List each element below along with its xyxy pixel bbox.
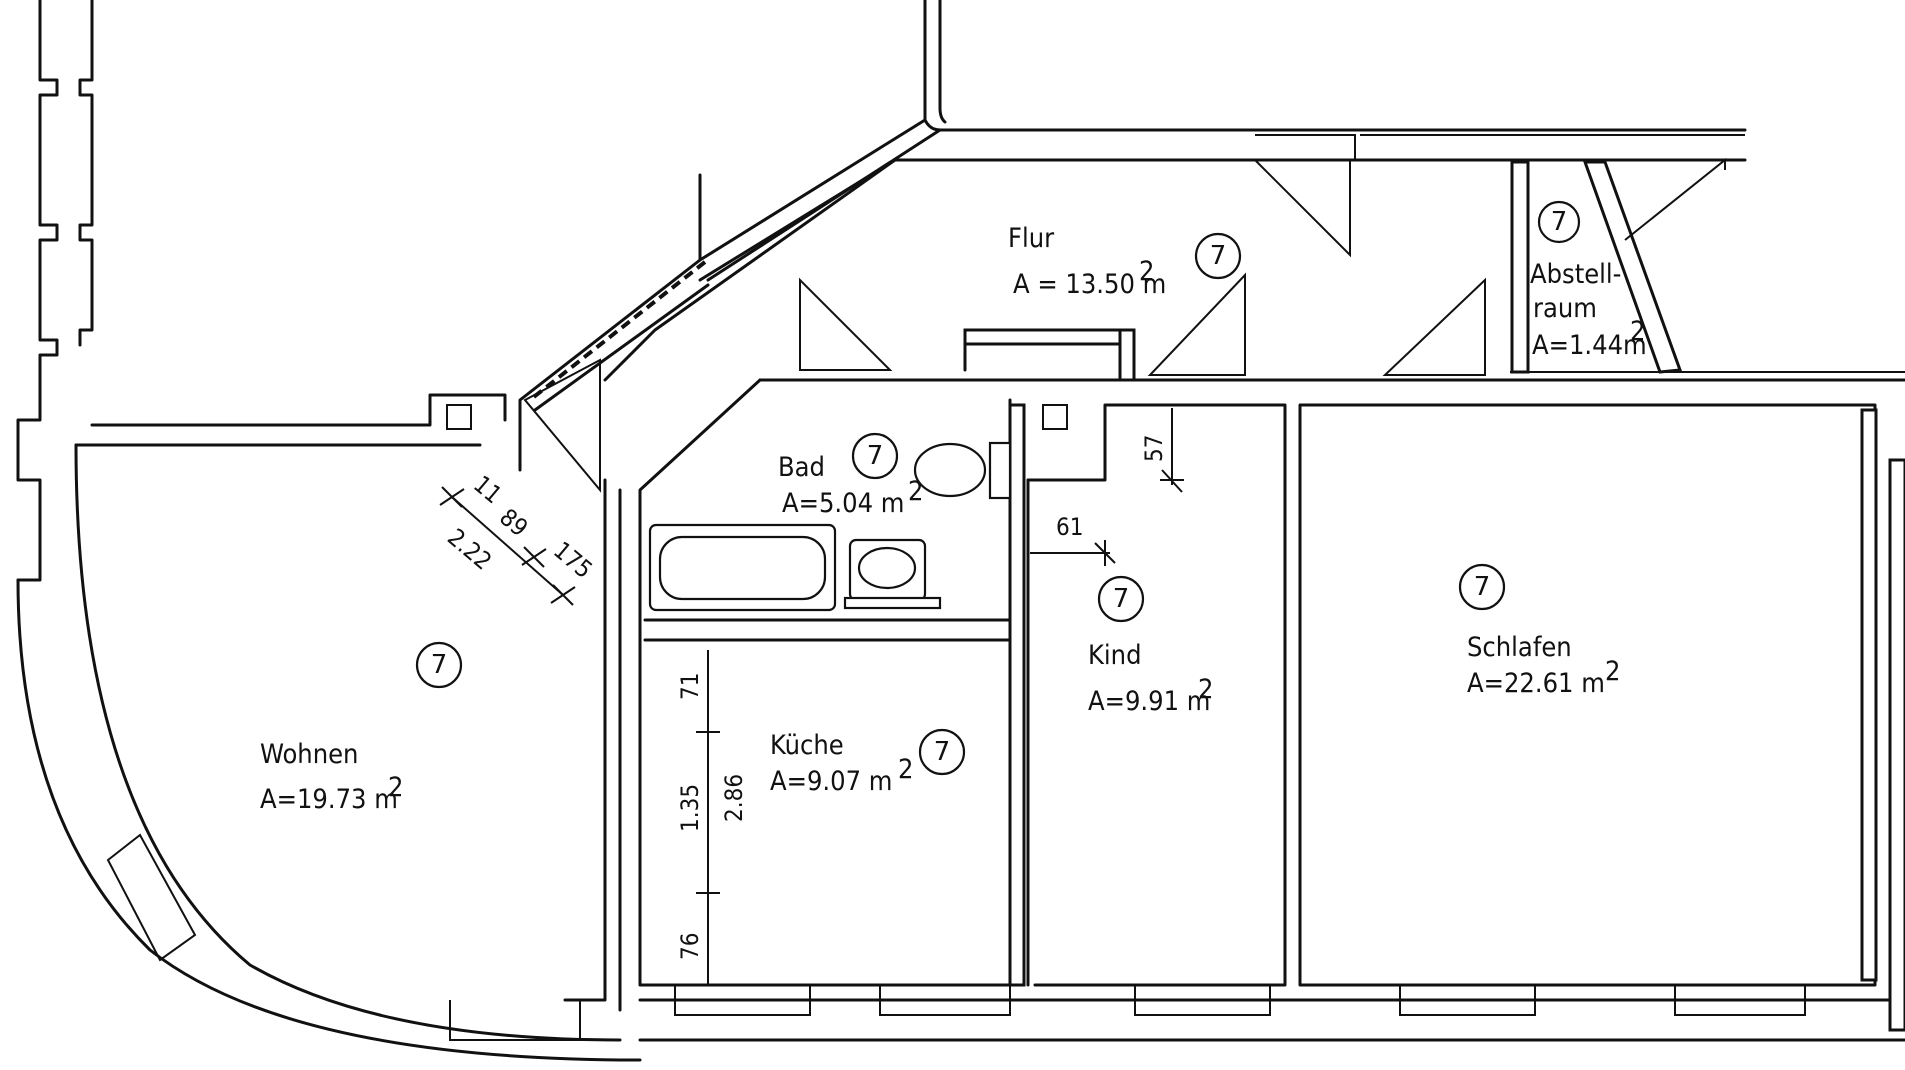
room-marker-kueche: 7 [918, 728, 966, 776]
dim-kueche-286: 2.86 [720, 774, 748, 822]
svg-text:7: 7 [1113, 584, 1130, 614]
room-markers: 7 7 7 7 7 7 7 [415, 200, 1581, 776]
svg-text:7: 7 [431, 650, 448, 680]
room-marker-bad: 7 [851, 432, 899, 480]
room-marker-kind: 7 [1097, 575, 1145, 623]
room-name-kueche: Küche [770, 730, 844, 761]
svg-text:2: 2 [1139, 256, 1154, 287]
room-area-schlafen: A=22.61 m [1467, 668, 1605, 699]
dimensions: 11 89 175 2.22 71 1.35 2.86 76 57 61 [439, 408, 1184, 986]
room-name-abstell: Abstell- [1530, 259, 1621, 290]
dim-kind-61: 61 [1056, 513, 1083, 541]
svg-text:2: 2 [1605, 656, 1620, 687]
dim-wohnen-11: 11 [468, 470, 507, 509]
svg-text:2: 2 [388, 772, 403, 803]
room-area-wohnen: A=19.73 m [260, 784, 398, 815]
dim-wohnen-175: 175 [548, 536, 598, 584]
room-area-flur: A = 13.50 m [1013, 269, 1166, 300]
svg-text:2: 2 [1630, 316, 1645, 347]
svg-text:7: 7 [867, 441, 884, 471]
room-area-abstell: A=1.44m [1532, 330, 1647, 361]
doors [523, 157, 1726, 493]
walls [16, 0, 1905, 1062]
room-name-schlafen: Schlafen [1467, 632, 1572, 663]
dim-kind-57: 57 [1140, 435, 1168, 462]
room-marker-abstell: 7 [1537, 200, 1581, 244]
room-name-flur: Flur [1008, 223, 1054, 254]
dim-wohnen-89: 89 [494, 503, 533, 542]
svg-text:2: 2 [908, 476, 923, 507]
svg-text:7: 7 [1210, 241, 1227, 271]
room-name-wohnen: Wohnen [260, 739, 358, 770]
svg-text:2: 2 [1198, 674, 1213, 705]
toilet-icon [913, 442, 987, 498]
room-area-kueche: A=9.07 m [770, 766, 892, 797]
dim-wohnen-222: 2.22 [442, 523, 497, 575]
room-marker-wohnen: 7 [415, 641, 463, 689]
room-name-bad: Bad [778, 452, 825, 483]
room-marker-schlafen: 7 [1458, 563, 1506, 611]
svg-text:7: 7 [934, 737, 951, 767]
room-name2-abstell: raum [1533, 293, 1597, 324]
dim-kueche-71: 71 [676, 673, 704, 700]
svg-text:7: 7 [1474, 572, 1491, 602]
room-labels: Flur A = 13.50 m 2 Abstell- raum A=1.44m… [260, 223, 1647, 815]
dim-kueche-76: 76 [676, 933, 704, 960]
room-marker-flur: 7 [1194, 232, 1242, 280]
bathroom-fixtures [648, 441, 1012, 612]
dim-kueche-135: 1.35 [676, 784, 704, 832]
room-area-kind: A=9.91 m [1088, 686, 1210, 717]
room-name-kind: Kind [1088, 640, 1142, 671]
svg-text:2: 2 [898, 754, 913, 785]
room-area-bad: A=5.04 m [782, 488, 904, 519]
svg-text:7: 7 [1551, 207, 1568, 237]
